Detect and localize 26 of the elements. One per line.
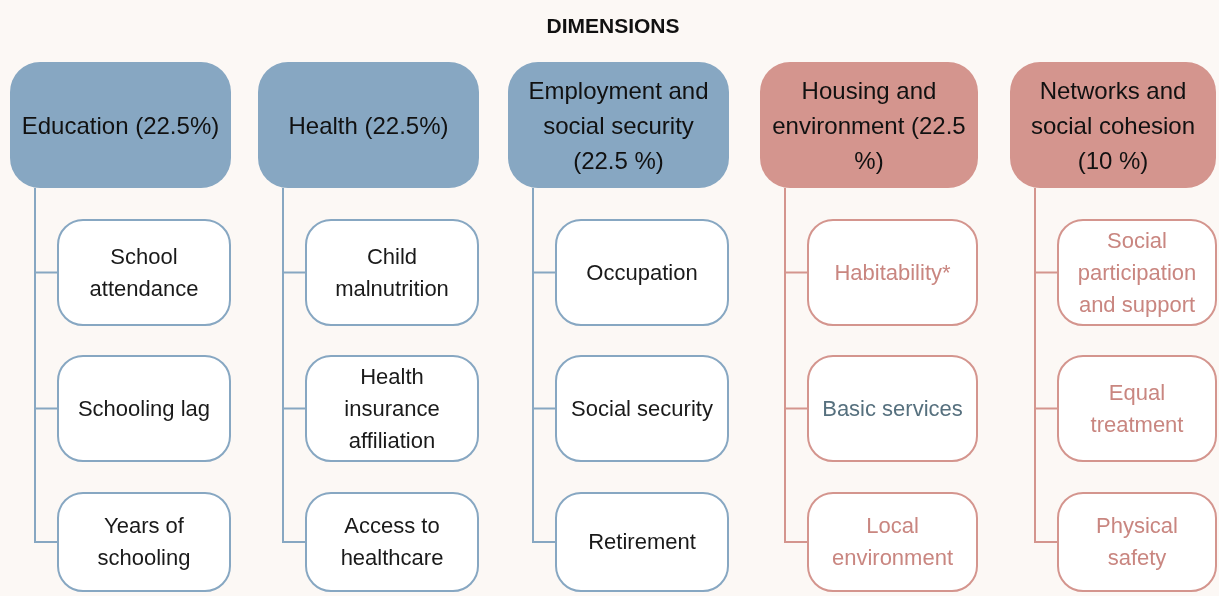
dimension-box: Employment and social security (22.5 %) xyxy=(508,62,729,188)
connector-line xyxy=(1034,187,1058,543)
indicator-box: Local environment xyxy=(807,492,978,592)
indicator-box: Child malnutrition xyxy=(305,219,479,326)
indicator-box: Years of schooling xyxy=(57,492,231,592)
indicator-box: Equal treatment xyxy=(1057,355,1217,462)
dimension-box: Health (22.5%) xyxy=(258,62,479,188)
indicator-box: Habitability* xyxy=(807,219,978,326)
indicator-box: School attendance xyxy=(57,219,231,326)
indicator-box: Occupation xyxy=(555,219,729,326)
dimension-box: Networks and social cohesion (10 %) xyxy=(1010,62,1216,188)
indicator-box: Retirement xyxy=(555,492,729,592)
dimension-box: Housing and environment (22.5 %) xyxy=(760,62,978,188)
dimension-box: Education (22.5%) xyxy=(10,62,231,188)
indicator-box: Social participation and support xyxy=(1057,219,1217,326)
connector-line xyxy=(34,187,58,543)
connector-line xyxy=(784,187,808,543)
connector-line xyxy=(282,187,306,543)
indicator-box: Basic services xyxy=(807,355,978,462)
indicator-box: Physical safety xyxy=(1057,492,1217,592)
indicator-box: Health insurance affiliation xyxy=(305,355,479,462)
diagram-title: DIMENSIONS xyxy=(545,13,681,39)
indicator-box: Access to healthcare xyxy=(305,492,479,592)
connector-line xyxy=(532,187,556,543)
indicator-box: Social security xyxy=(555,355,729,462)
indicator-box: Schooling lag xyxy=(57,355,231,462)
